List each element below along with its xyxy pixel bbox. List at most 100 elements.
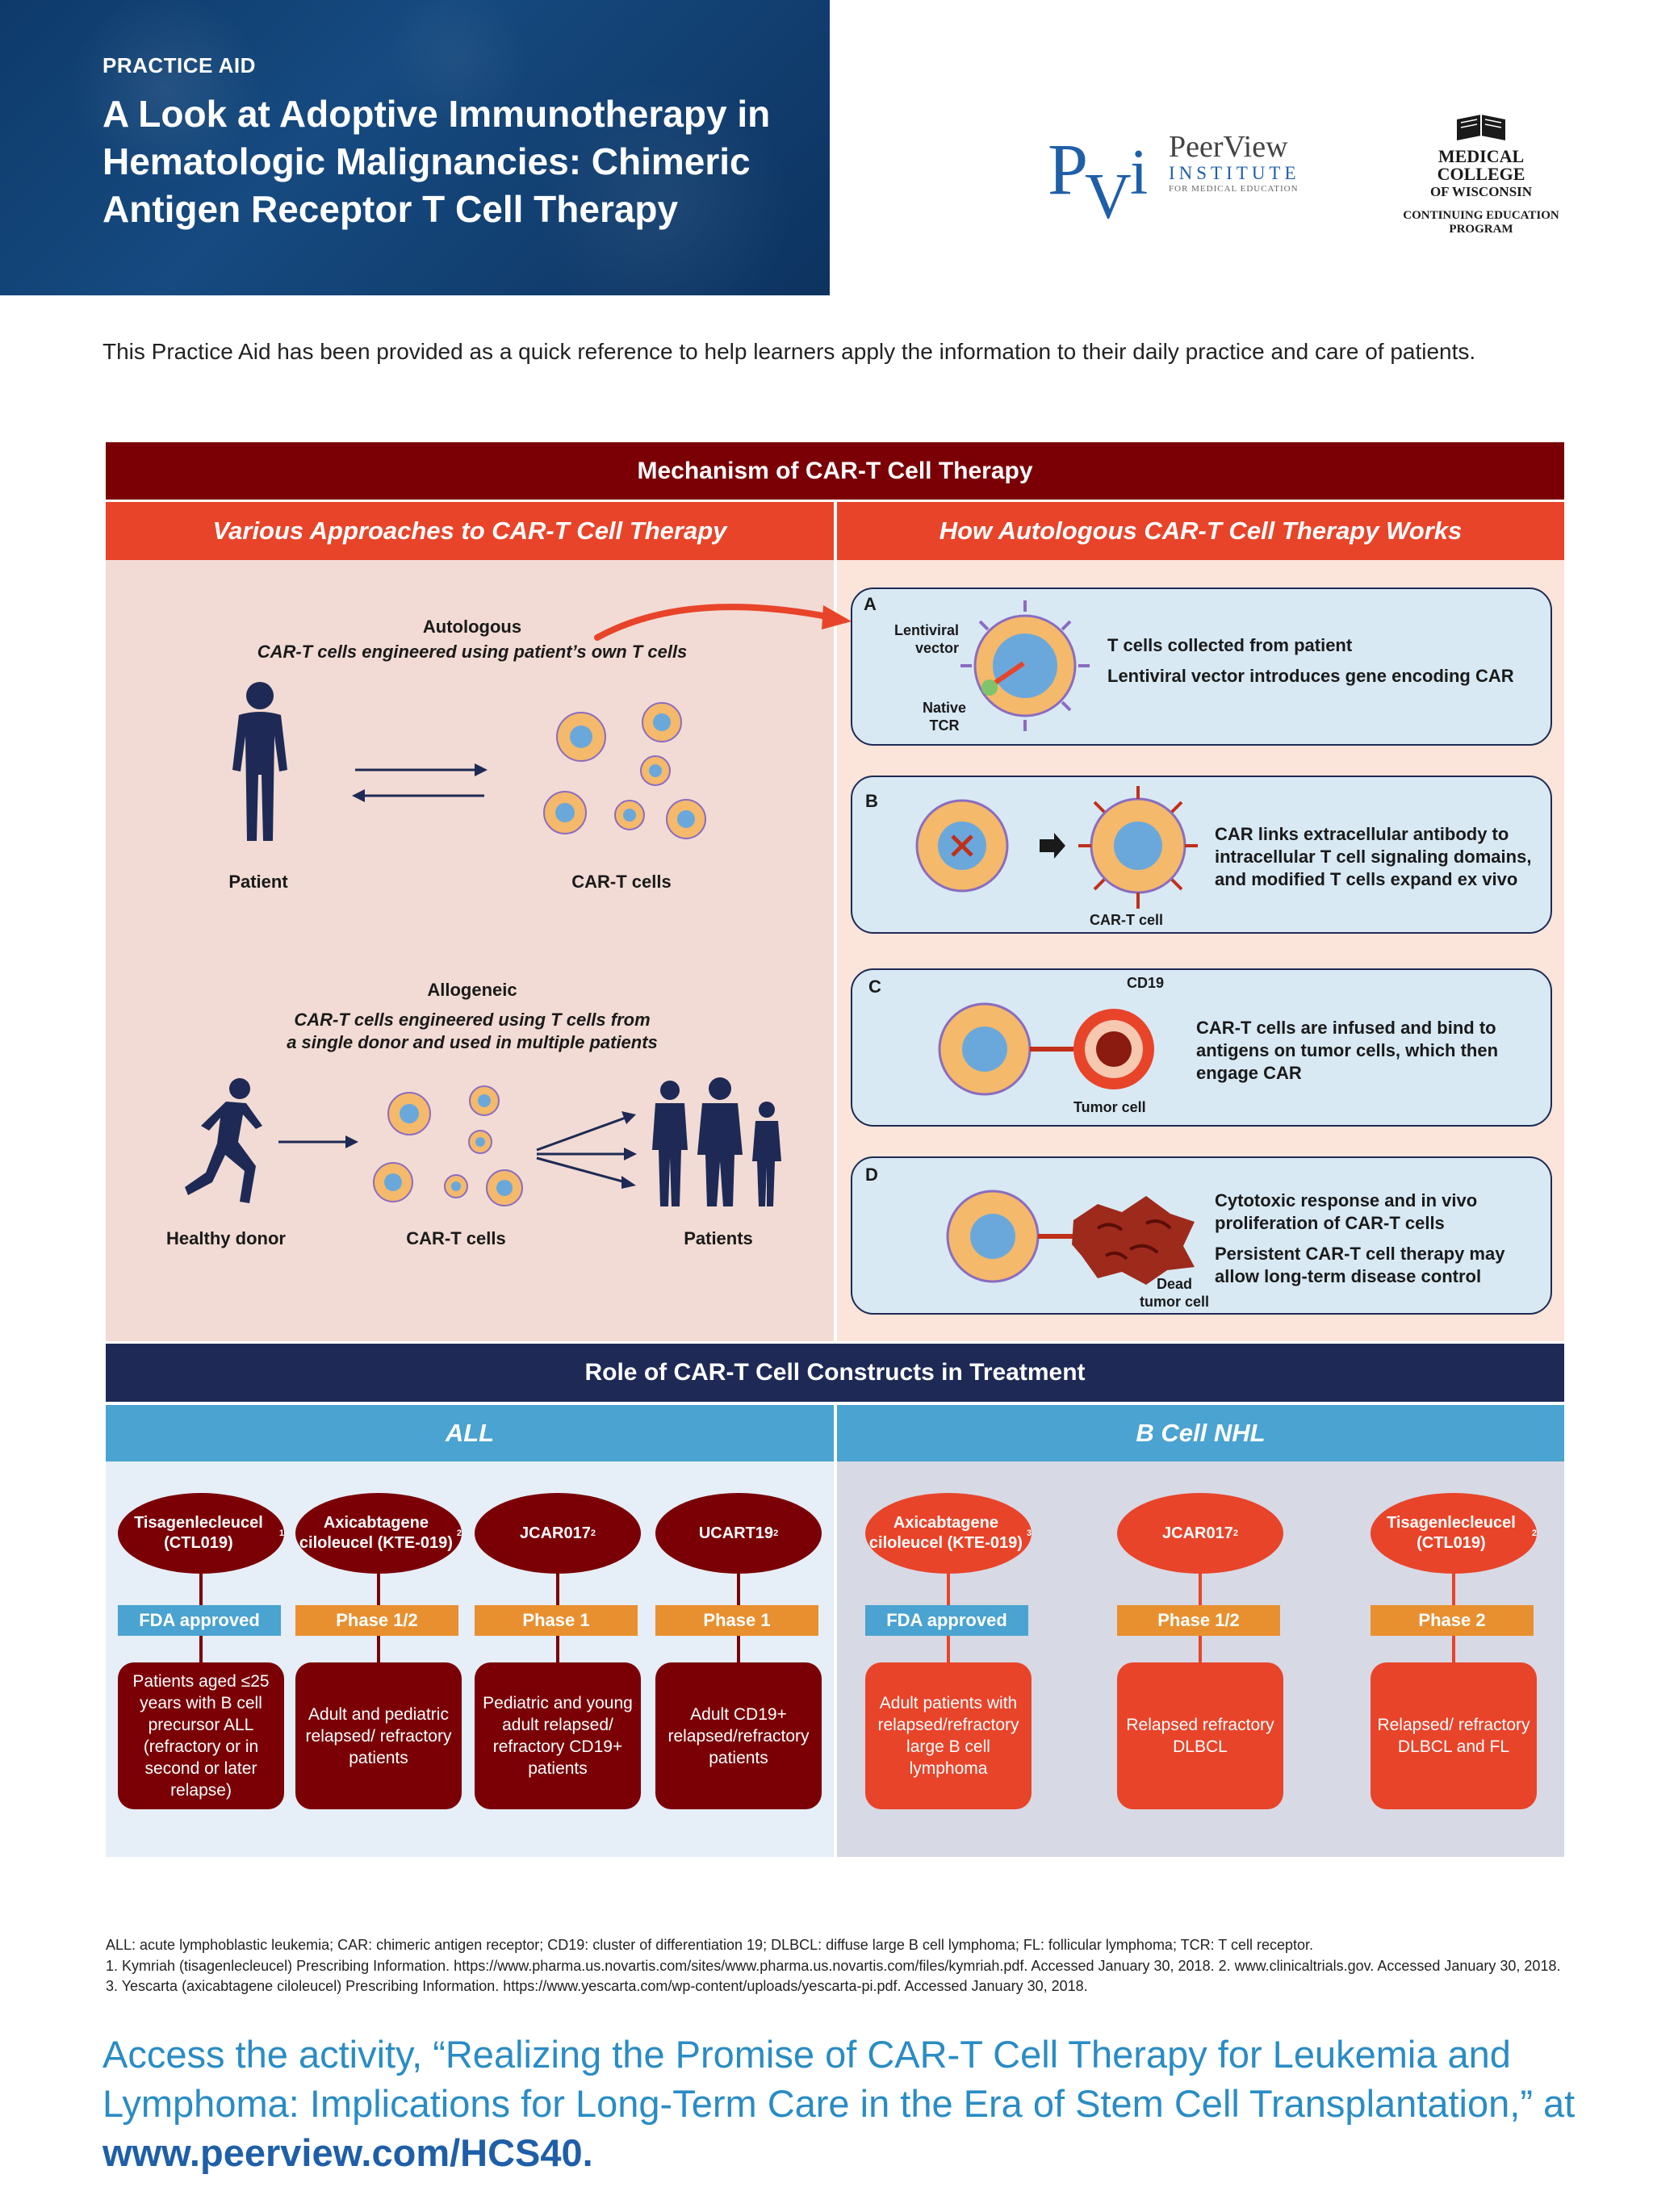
- connector: [1452, 1574, 1455, 1619]
- nhl-construct-2-name: JCAR017: [1162, 1524, 1233, 1542]
- step-a-letter: A: [864, 594, 877, 614]
- connector: [556, 1636, 559, 1665]
- mechanism-title: Mechanism of CAR-T Cell Therapy: [106, 442, 1564, 500]
- access-text: Access the activity, “Realizing the Prom…: [103, 2033, 1576, 2125]
- step-a-line-2: Lentiviral vector introduces gene encodi…: [1107, 666, 1514, 686]
- nhl-result-3: Relapsed/ refractory DLBCL and FL: [1371, 1662, 1537, 1809]
- nhl-result-1: Adult patients with relapsed/refractory …: [865, 1662, 1032, 1809]
- step-a-line-1: T cells collected from patient: [1107, 635, 1353, 655]
- healthy-donor-label: Healthy donor: [166, 1228, 286, 1248]
- kicker: PRACTICE AID: [103, 53, 256, 77]
- dead-tumor-label: Dead tumor cell: [1130, 1275, 1219, 1311]
- connector: [737, 1636, 740, 1665]
- patient-silhouette-icon: [232, 682, 287, 841]
- step-c-line-1: CAR-T cells are infused and bind to: [1196, 1018, 1496, 1038]
- connector: [1452, 1636, 1455, 1665]
- autologous-title: Autologous: [422, 617, 522, 637]
- all-construct-3-name: JCAR017: [520, 1524, 591, 1542]
- step-d-line-3: Persistent CAR-T cell therapy may: [1215, 1244, 1505, 1264]
- intro-text: This Practice Aid has been provided as a…: [103, 339, 1476, 364]
- cytotoxic-response-icon: [946, 1190, 1195, 1285]
- all-result-1: Patients aged ≤25 years with B cell prec…: [118, 1662, 284, 1809]
- page-title: A Look at Adoptive Immunotherapy in Hema…: [103, 93, 771, 230]
- all-construct-2-ref: 2: [456, 1528, 462, 1538]
- header-banner: [0, 0, 830, 295]
- nhl-status-1: FDA approved: [865, 1605, 1028, 1636]
- svg-text:i: i: [1130, 137, 1148, 208]
- connector: [1199, 1574, 1202, 1619]
- car-t-cell-label: CAR-T cell: [1090, 912, 1164, 928]
- all-construct-3-ref: 2: [590, 1528, 596, 1538]
- nhl-construct-1-name: Axicabtagene ciloleucel (KTE-019): [868, 1514, 1023, 1552]
- car-t-expansion-icon: [915, 786, 1198, 909]
- pvi-mark-icon: P V i: [1048, 130, 1148, 232]
- native-tcr-label: Native TCR: [912, 699, 977, 734]
- allogeneic-desc-1: CAR-T cells engineered using T cells fro…: [294, 1010, 651, 1030]
- role-title: Role of CAR-T Cell Constructs in Treatme…: [106, 1344, 1564, 1402]
- access-activity: Access the activity, “Realizing the Prom…: [103, 2030, 1580, 2177]
- step-b-line-1: CAR links extracellular antibody to: [1215, 824, 1509, 844]
- all-construct-4-ref: 2: [773, 1528, 779, 1538]
- all-status-4: Phase 1: [655, 1605, 818, 1636]
- lentiviral-label-2: vector: [914, 640, 959, 656]
- allogeneic-desc-2: a single donor and used in multiple pati…: [287, 1032, 658, 1052]
- nhl-result-2: Relapsed refractory DLBCL: [1117, 1662, 1283, 1809]
- autologous-arrow-icon: [594, 604, 852, 641]
- connector: [556, 1574, 559, 1619]
- connector: [947, 1574, 950, 1619]
- all-result-3: Pediatric and young adult relapsed/ refr…: [475, 1662, 641, 1809]
- nhl-status-3: Phase 2: [1371, 1605, 1534, 1636]
- all-construct-1-ref: 1: [278, 1528, 284, 1538]
- autologous-desc: CAR-T cells engineered using patient’s o…: [257, 642, 688, 662]
- mcw-name-1: MEDICAL: [1437, 146, 1525, 166]
- step-d-letter: D: [865, 1165, 878, 1185]
- split-arrows-icon: [536, 1111, 637, 1189]
- mcw-logo: MEDICAL COLLEGE OF WISCONSIN CONTINUING …: [1388, 111, 1574, 236]
- nhl-construct-1: Axicabtagene ciloleucel (KTE-019)3: [865, 1493, 1032, 1574]
- svg-text:V: V: [1085, 161, 1132, 226]
- all-status-3: Phase 1: [475, 1605, 638, 1636]
- all-result-4: Adult CD19+ relapsed/refractory patients: [655, 1662, 822, 1809]
- connector: [377, 1574, 380, 1619]
- lentiviral-label: Lentiviral vector: [888, 621, 959, 657]
- nhl-construct-3-ref: 2: [1531, 1528, 1537, 1538]
- connector: [199, 1636, 203, 1665]
- abbreviations: ALL: acute lymphoblastic leukemia; CAR: …: [106, 1937, 1314, 1953]
- step-b-letter: B: [865, 791, 878, 811]
- connector: [377, 1636, 380, 1665]
- approaches-panel: [106, 560, 834, 1341]
- nhl-title: B Cell NHL: [837, 1405, 1564, 1461]
- all-construct-2-name: Axicabtagene ciloleucel (KTE-019): [299, 1514, 453, 1552]
- connector: [947, 1636, 950, 1665]
- native-tcr-label-2: TCR: [929, 717, 960, 734]
- cart-cells-label: CAR-T cells: [571, 872, 672, 892]
- all-status-1: FDA approved: [118, 1605, 281, 1636]
- tumor-cell-label: Tumor cell: [1073, 1099, 1146, 1115]
- peerview-name: PeerView: [1169, 130, 1288, 164]
- step-b-line-2: intracellular T cell signaling domains,: [1215, 847, 1532, 867]
- nhl-construct-2-ref: 2: [1232, 1528, 1238, 1538]
- donor-arrow-icon: [278, 1135, 358, 1148]
- mcw-name-2: COLLEGE: [1437, 164, 1525, 184]
- all-status-2: Phase 1/2: [295, 1605, 458, 1636]
- how-it-works-title: How Autologous CAR-T Cell Therapy Works: [837, 502, 1564, 560]
- all-title: ALL: [106, 1405, 834, 1461]
- healthy-donor-runner-icon: [185, 1078, 262, 1203]
- cart-cells-cluster-icon: [543, 702, 706, 839]
- step-d-line-4: allow long-term disease control: [1215, 1266, 1482, 1286]
- lentiviral-label-1: Lentiviral: [893, 622, 959, 638]
- exchange-arrows-icon: [352, 763, 488, 802]
- references: 1. Kymriah (tisagenlecleucel) Prescribin…: [106, 1958, 1561, 1994]
- all-construct-2: Axicabtagene ciloleucel (KTE-019)2: [295, 1493, 462, 1574]
- mcw-name-3: OF WISCONSIN: [1429, 184, 1533, 199]
- patient-label: Patient: [228, 872, 288, 892]
- approaches-title: Various Approaches to CAR-T Cell Therapy: [106, 502, 834, 560]
- nhl-construct-1-ref: 3: [1026, 1528, 1032, 1538]
- step-d-line-2: proliferation of CAR-T cells: [1215, 1213, 1445, 1233]
- peerview-institute: INSTITUTE: [1169, 163, 1300, 183]
- peerview-logo: P V i: [1048, 129, 1167, 232]
- step-b-line-3: and modified T cells expand ex vivo: [1215, 869, 1518, 889]
- patients-group-icon: [652, 1077, 781, 1206]
- access-url-link[interactable]: www.peerview.com/HCS40.: [103, 2131, 593, 2174]
